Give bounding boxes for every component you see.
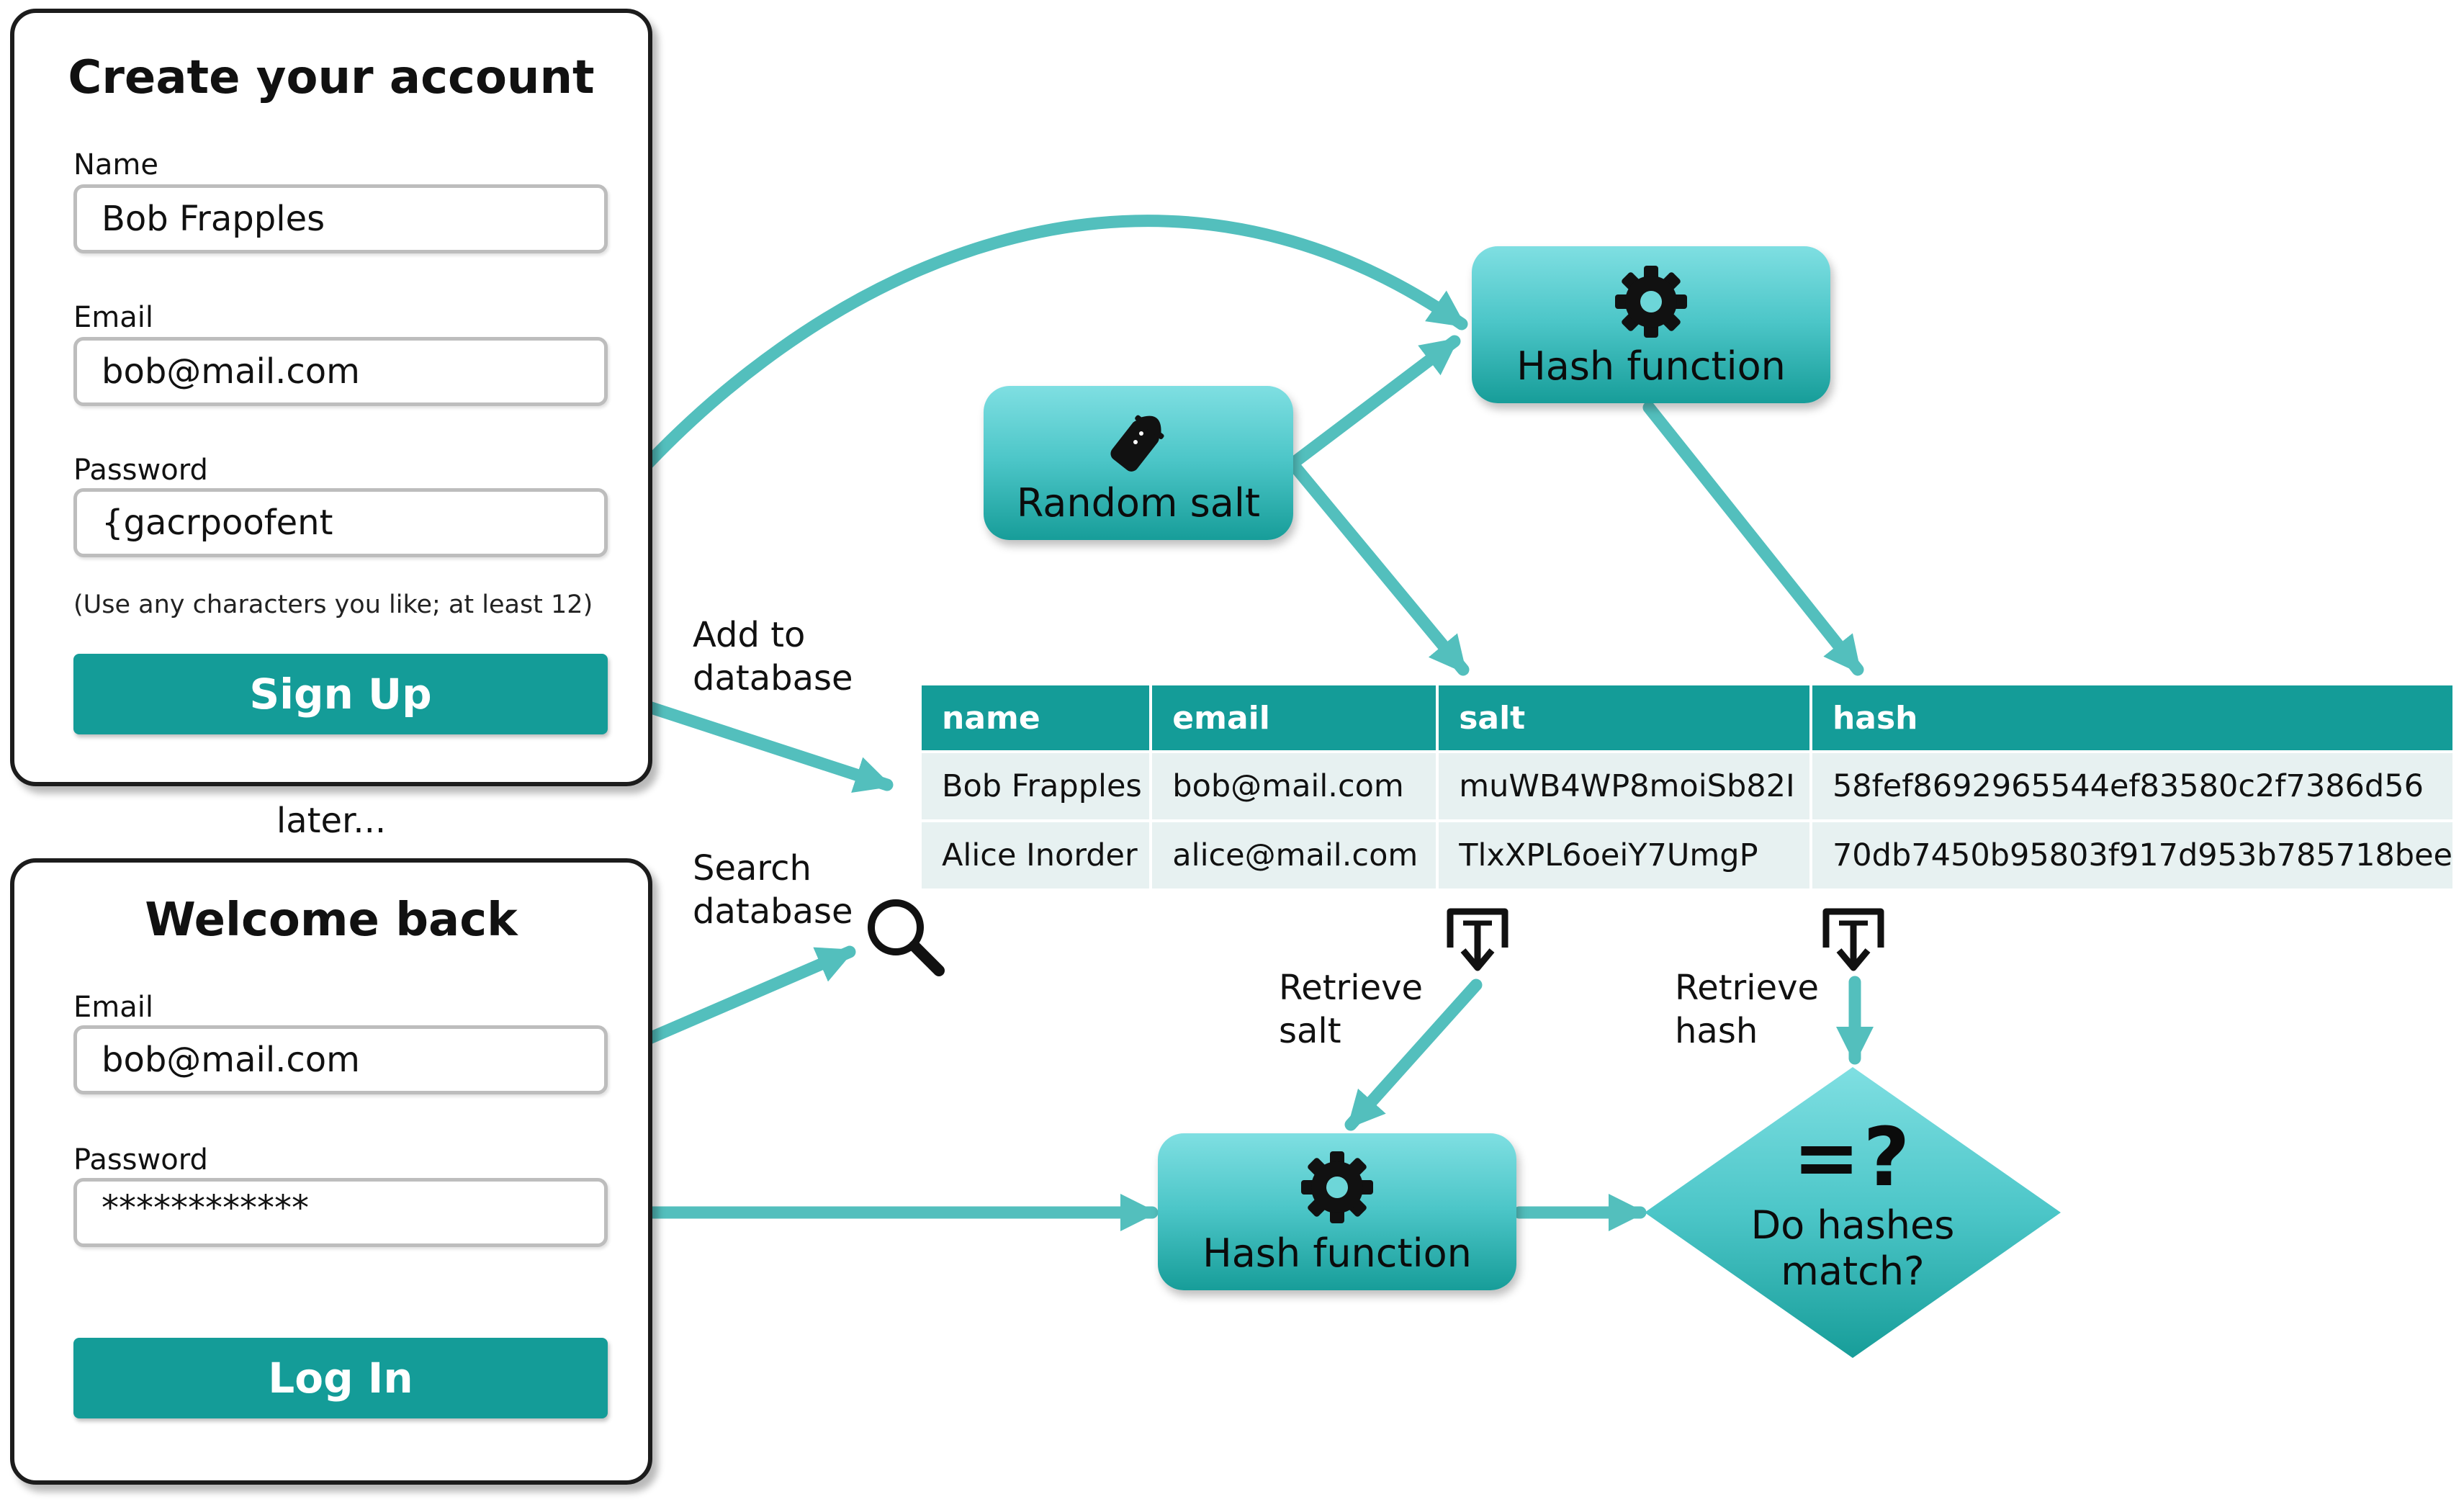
hash-function-box-top: Hash function [1472,246,1830,403]
table-row: Bob Frapples bob@mail.com muWB4WP8moiSb8… [922,753,2452,819]
arrow-salt-to-table [1286,457,1470,676]
name-label: Name [73,148,159,181]
retrieve-hash-line1: Retrieve [1675,968,1820,1008]
hash-function-label-bottom: Hash function [1202,1231,1472,1276]
magnifying-glass-icon [868,899,945,976]
email-input[interactable]: bob@mail.com [73,337,608,406]
gear-icon [1301,1151,1373,1223]
database-table: name email salt hash Bob Frapples bob@ma… [919,683,2455,891]
add-to-database-line2: database [693,658,853,698]
retrieve-salt-label: Retrieve salt [1279,966,1423,1053]
search-database-line1: Search [693,848,811,889]
table-header-row: name email salt hash [922,685,2452,750]
later-text: later... [276,801,387,841]
login-email-label: Email [73,991,153,1024]
login-password-input[interactable]: ************ [73,1178,608,1247]
salt-shaker-icon [1110,415,1164,472]
password-hint: (Use any characters you like; at least 1… [73,590,593,619]
sign-up-button[interactable]: Sign Up [73,654,608,734]
cell-email: bob@mail.com [1152,753,1436,819]
retrieve-salt-line2: salt [1279,1011,1341,1051]
email-label: Email [73,301,153,334]
arrow-salt-to-hash [1286,335,1461,470]
arrow-hash-to-table [1642,401,1864,676]
hash-function-box-bottom: Hash function [1158,1133,1516,1290]
name-input[interactable]: Bob Frapples [73,184,608,253]
retrieve-salt-icon [1447,908,1508,971]
column-header-email: email [1152,685,1436,750]
login-password-label: Password [73,1143,208,1177]
retrieve-hash-line2: hash [1675,1011,1758,1051]
add-to-database-label: Add to database [693,613,853,700]
hash-function-label-top: Hash function [1516,343,1786,389]
login-email-input[interactable]: bob@mail.com [73,1025,608,1094]
cell-hash: 70db7450b95803f917d953b785718bee [1812,822,2452,889]
equals-question-icon: =? [1792,1111,1913,1205]
password-label: Password [73,454,208,487]
password-input[interactable]: {gacrpoofent [73,488,608,557]
retrieve-hash-icon [1822,908,1884,971]
search-database-label: Search database [693,847,853,933]
cell-salt: TlxXPL6oeiY7UmgP [1439,822,1809,889]
search-database-line2: database [693,891,853,932]
log-in-button[interactable]: Log In [73,1338,608,1418]
signup-card: Create your account Name Bob Frapples Em… [10,9,652,786]
cell-salt: muWB4WP8moiSb82I [1439,753,1809,819]
decision-line1: Do hashes [1750,1202,1955,1248]
random-salt-box: Random salt [984,386,1293,540]
table-row: Alice Inorder alice@mail.com TlxXPL6oeiY… [922,822,2452,889]
column-header-salt: salt [1439,685,1809,750]
hash-match-decision: =? Do hashes match? [1642,1064,2064,1361]
login-title: Welcome back [145,894,518,947]
decision-line2: match? [1781,1249,1925,1294]
decision-diamond-shape [1645,1067,2061,1358]
column-header-hash: hash [1812,685,2452,750]
retrieve-hash-label: Retrieve hash [1675,966,1819,1053]
cell-email: alice@mail.com [1152,822,1436,889]
signup-title: Create your account [68,51,595,104]
gear-icon [1615,266,1687,338]
add-to-database-line1: Add to [693,615,806,655]
cell-hash: 58fef8692965544ef83580c2f7386d56 [1812,753,2452,819]
cell-name: Bob Frapples [922,753,1150,819]
column-header-name: name [922,685,1150,750]
random-salt-label: Random salt [1016,480,1261,526]
arrow-retrieve-salt [1344,979,1483,1131]
login-card: Welcome back Email bob@mail.com Password… [10,858,652,1485]
retrieve-salt-line1: Retrieve [1279,968,1424,1008]
cell-name: Alice Inorder [922,822,1150,889]
arrow-password-to-hash [593,215,1468,525]
